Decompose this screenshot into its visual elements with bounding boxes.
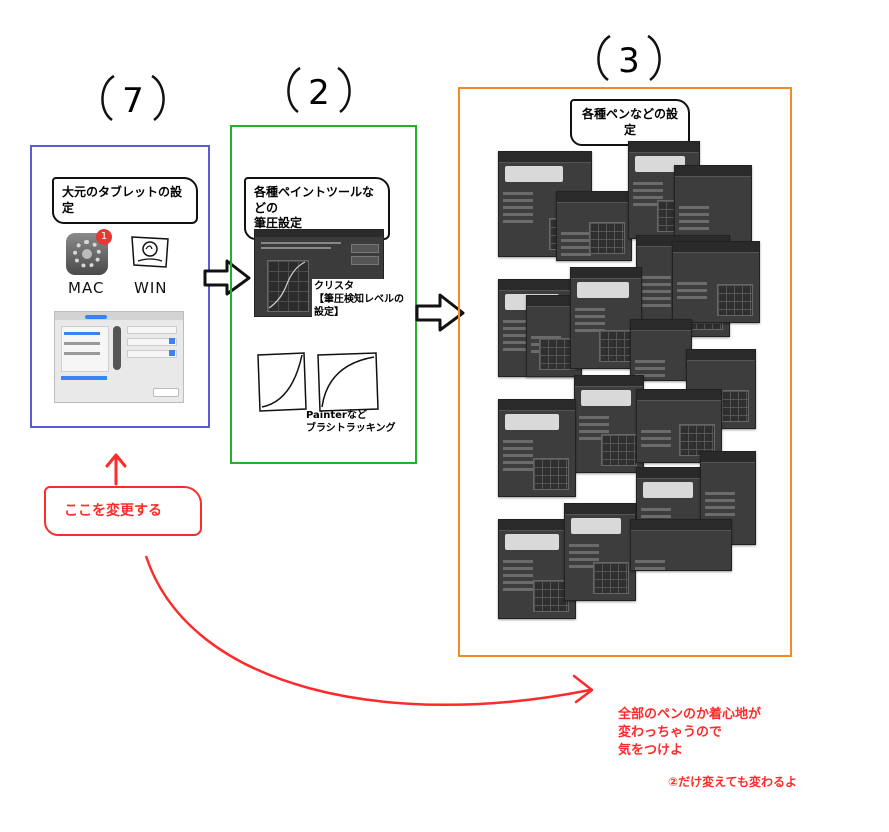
painter-caption-line1: Painterなど [306, 410, 367, 421]
step-number-1-text: 7 [122, 81, 144, 121]
brush-settings-panel [498, 399, 576, 497]
brush-settings-panel [564, 503, 636, 601]
brush-settings-panel [574, 375, 644, 473]
brush-settings-panel [636, 389, 722, 463]
brush-settings-panel [672, 241, 760, 323]
step-number-3: 3 [597, 34, 661, 82]
tablet-preferences-screenshot [54, 311, 184, 403]
brush-settings-panel [498, 519, 576, 619]
box2-title-line2: 筆圧設定 [254, 216, 303, 231]
windows-settings-icon [131, 236, 169, 268]
step-number-2-text: 2 [308, 73, 330, 113]
win-label: WIN [134, 279, 168, 297]
gear-icon [73, 240, 101, 268]
warning-line3: 気をつけよ [618, 743, 684, 759]
box3-title-text: 各種ペンなどの設定 [581, 107, 678, 137]
painter-caption: Painterなど ブラシトラッキング [306, 409, 396, 435]
arrow-right-icon [415, 293, 465, 332]
warning-text: 全部のペンのか着心地が 変わっちゃうので 気をつけよ [618, 706, 761, 761]
box1-title: 大元のタブレットの設定 [52, 177, 198, 225]
curved-arrow-icon [144, 555, 594, 707]
box1-title-text: 大元のタブレットの設定 [62, 185, 183, 215]
notification-badge: 1 [96, 229, 112, 245]
warning-line2: 変わっちゃうので [618, 725, 723, 741]
clip-caption-line1: クリスタ [314, 281, 354, 292]
mac-label: MAC [68, 279, 105, 297]
box3-title: 各種ペンなどの設定 [570, 99, 690, 147]
footnote-text: ②だけ変えても変わるよ [668, 775, 797, 789]
brush-settings-panel [556, 191, 632, 261]
clip-studio-caption: クリスタ 【筆圧検知レベルの設定】 [312, 279, 415, 320]
clip-caption-line2: 【筆圧検知レベルの設定】 [314, 294, 404, 318]
box2-title-line1: 各種ペイントツールなどの [254, 185, 375, 215]
box-paint-tool-settings: 各種ペイントツールなどの 筆圧設定 クリスタ 【筆圧検知レベルの設定】 Pain… [230, 125, 417, 464]
callout-change-here: ここを変更する [44, 486, 202, 536]
arrow-up-icon [105, 453, 127, 486]
step-number-1: 7 [101, 74, 165, 122]
system-preferences-icon: 1 [66, 229, 112, 275]
box-tablet-settings: 大元のタブレットの設定 1 MAC WIN [30, 145, 210, 428]
brush-settings-panel [674, 165, 752, 245]
brush-settings-panel [630, 319, 692, 381]
pressure-curve-sketches [257, 352, 379, 412]
warning-line1: 全部のペンのか着心地が [618, 707, 762, 722]
brush-settings-panel [630, 519, 732, 571]
clip-studio-pressure-dialog [254, 229, 384, 317]
step-number-2: 2 [287, 66, 351, 114]
painter-caption-line2: ブラシトラッキング [306, 423, 396, 434]
step-number-3-text: 3 [618, 41, 640, 81]
box-pen-settings: 各種ペンなどの設定 [458, 87, 792, 657]
arrow-right-icon [203, 259, 251, 296]
callout-change-here-text: ここを変更する [64, 503, 162, 519]
